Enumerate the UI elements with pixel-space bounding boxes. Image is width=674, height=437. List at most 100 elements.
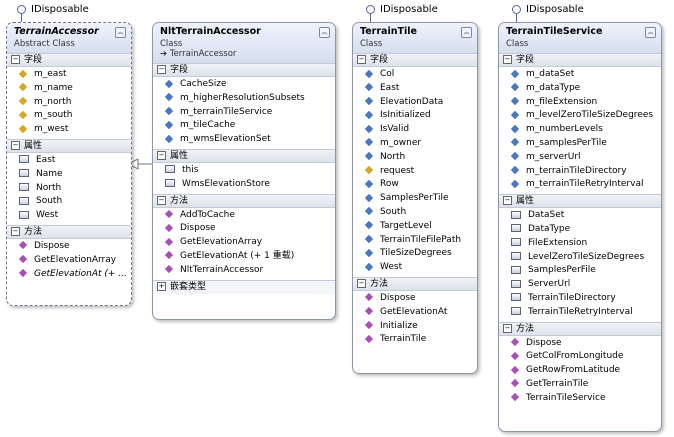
property-row[interactable]: Name: [7, 168, 131, 182]
minus-icon[interactable]: −: [157, 65, 166, 74]
field-row[interactable]: ElevationData: [353, 96, 477, 110]
property-row[interactable]: South: [7, 195, 131, 209]
field-row[interactable]: m_fileExtension: [499, 96, 661, 110]
method-row[interactable]: GetElevationArray: [153, 236, 335, 250]
section-header[interactable]: −属性: [7, 138, 131, 153]
section-header[interactable]: −属性: [153, 148, 335, 163]
field-row[interactable]: m_higherResolutionSubsets: [153, 92, 335, 106]
field-row[interactable]: m_dataType: [499, 82, 661, 96]
field-row[interactable]: m_name: [7, 82, 131, 96]
field-row[interactable]: m_serverUrl: [499, 151, 661, 165]
minus-icon[interactable]: −: [503, 196, 512, 206]
field-row[interactable]: CacheSize: [153, 78, 335, 92]
field-row[interactable]: m_east: [7, 68, 131, 82]
method-row[interactable]: GetElevationArray: [7, 254, 131, 268]
field-row[interactable]: TerrainTileFilePath: [353, 234, 477, 248]
class-nlt-terrain-accessor[interactable]: NltTerrainAccessor Class ➔ TerrainAccess…: [152, 22, 336, 320]
field-row[interactable]: m_tileCache: [153, 119, 335, 133]
method-row[interactable]: TerrainTile: [353, 333, 477, 347]
section-header[interactable]: −字段: [353, 53, 477, 67]
method-row[interactable]: TerrainTileService: [499, 392, 661, 406]
method-row[interactable]: Dispose: [7, 240, 131, 254]
minus-icon[interactable]: −: [11, 140, 20, 150]
class-header[interactable]: TerrainTile Class ︽: [353, 23, 477, 53]
minus-icon[interactable]: −: [357, 278, 366, 288]
method-row[interactable]: GetElevationAt (+ ...: [7, 268, 131, 282]
collapse-icon[interactable]: ︽: [319, 27, 330, 38]
collapse-icon[interactable]: ︽: [115, 27, 126, 38]
method-row[interactable]: Dispose: [353, 292, 477, 306]
property-row[interactable]: DataSet: [499, 209, 661, 223]
field-row[interactable]: TileSizeDegrees: [353, 247, 477, 261]
section-header[interactable]: −方法: [153, 193, 335, 208]
section-header[interactable]: −方法: [7, 224, 131, 239]
field-row[interactable]: m_terrainTileDirectory: [499, 165, 661, 179]
field-row[interactable]: Col: [353, 68, 477, 82]
method-row[interactable]: Dispose: [153, 222, 335, 236]
section-header[interactable]: −字段: [7, 53, 131, 67]
property-row[interactable]: ServerUrl: [499, 278, 661, 292]
field-row[interactable]: m_west: [7, 123, 131, 137]
field-row[interactable]: m_south: [7, 109, 131, 123]
class-terrain-tile-service[interactable]: TerrainTileService Class ︽ −字段 m_dataSet…: [498, 22, 662, 432]
plus-icon[interactable]: +: [157, 281, 166, 291]
property-row[interactable]: East: [7, 154, 131, 168]
nested-types-section[interactable]: +嵌套类型: [153, 279, 335, 294]
method-row[interactable]: Initialize: [353, 320, 477, 334]
field-row[interactable]: Row: [353, 178, 477, 192]
section-header[interactable]: −方法: [353, 276, 477, 291]
section-header[interactable]: −字段: [499, 53, 661, 67]
class-header[interactable]: TerrainTileService Class ︽: [499, 23, 661, 53]
field-row[interactable]: request: [353, 165, 477, 179]
field-row[interactable]: IsInitialized: [353, 109, 477, 123]
property-row[interactable]: TerrainTileDirectory: [499, 292, 661, 306]
minus-icon[interactable]: −: [503, 323, 512, 333]
property-row[interactable]: TerrainTileRetryInterval: [499, 306, 661, 320]
field-row[interactable]: West: [353, 261, 477, 275]
method-row[interactable]: GetElevationAt (+ 1 重载): [153, 250, 335, 264]
class-header[interactable]: NltTerrainAccessor Class ➔ TerrainAccess…: [153, 23, 335, 63]
method-row[interactable]: AddToCache: [153, 209, 335, 223]
property-row[interactable]: North: [7, 182, 131, 196]
field-row[interactable]: IsValid: [353, 123, 477, 137]
field-row[interactable]: m_wmsElevationSet: [153, 133, 335, 147]
property-row[interactable]: FileExtension: [499, 237, 661, 251]
method-row[interactable]: GetColFromLongitude: [499, 350, 661, 364]
class-terrain-accessor[interactable]: TerrainAccessor Abstract Class ︽ −字段 m_e…: [6, 22, 132, 306]
method-row[interactable]: GetElevationAt: [353, 306, 477, 320]
property-row[interactable]: DataType: [499, 223, 661, 237]
method-row[interactable]: GetTerrainTile: [499, 378, 661, 392]
minus-icon[interactable]: −: [11, 226, 20, 236]
minus-icon[interactable]: −: [157, 150, 166, 160]
field-row[interactable]: SamplesPerTile: [353, 192, 477, 206]
collapse-icon[interactable]: ︽: [645, 27, 656, 38]
minus-icon[interactable]: −: [357, 55, 366, 64]
collapse-icon[interactable]: ︽: [461, 27, 472, 38]
field-row[interactable]: m_terrainTileService: [153, 106, 335, 120]
class-header[interactable]: TerrainAccessor Abstract Class ︽: [7, 23, 131, 53]
section-header[interactable]: −方法: [499, 321, 661, 336]
property-row[interactable]: SamplesPerFile: [499, 264, 661, 278]
field-row[interactable]: North: [353, 151, 477, 165]
field-row[interactable]: m_dataSet: [499, 68, 661, 82]
minus-icon[interactable]: −: [503, 55, 512, 64]
field-row[interactable]: South: [353, 206, 477, 220]
field-row[interactable]: m_numberLevels: [499, 123, 661, 137]
field-row[interactable]: East: [353, 82, 477, 96]
field-row[interactable]: m_terrainTileRetryInterval: [499, 178, 661, 192]
section-header[interactable]: −字段: [153, 63, 335, 77]
field-row[interactable]: m_owner: [353, 137, 477, 151]
section-header[interactable]: −属性: [499, 194, 661, 209]
field-row[interactable]: m_samplesPerTile: [499, 137, 661, 151]
class-terrain-tile[interactable]: TerrainTile Class ︽ −字段 Col East Elevati…: [352, 22, 478, 374]
field-row[interactable]: TargetLevel: [353, 220, 477, 234]
property-row[interactable]: WmsElevationStore: [153, 178, 335, 192]
minus-icon[interactable]: −: [11, 55, 20, 64]
property-row[interactable]: this: [153, 164, 335, 178]
minus-icon[interactable]: −: [157, 195, 166, 205]
method-row[interactable]: GetRowFromLatitude: [499, 364, 661, 378]
field-row[interactable]: m_levelZeroTileSizeDegrees: [499, 109, 661, 123]
method-row[interactable]: Dispose: [499, 337, 661, 351]
field-row[interactable]: m_north: [7, 96, 131, 110]
method-row[interactable]: NltTerrainAccessor: [153, 264, 335, 278]
